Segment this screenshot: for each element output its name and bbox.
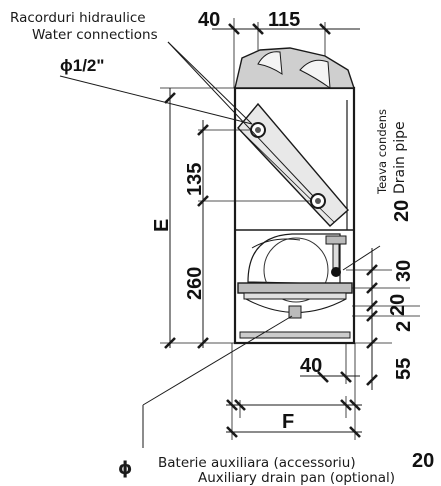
dim-260: 260	[184, 267, 206, 300]
dim-E: E	[151, 219, 173, 232]
leader-lines	[59, 41, 381, 448]
pan-phi-symbol: ϕ	[118, 458, 132, 479]
dim-top-40: 40	[198, 9, 220, 31]
pan-label-ro: Baterie auxiliara (accessoriu)	[158, 455, 356, 471]
dim-side-20: 20	[387, 294, 409, 316]
pan-label-en: Auxiliary drain pan (optional)	[198, 470, 395, 486]
dim-bottom-40: 40	[300, 355, 322, 377]
dim-135: 135	[184, 163, 206, 196]
dim-55: 55	[393, 358, 415, 380]
dimension-lines	[160, 18, 420, 440]
drain-label-en: Drain pipe	[392, 121, 408, 194]
drain-label-ro: Teava condens	[375, 109, 389, 195]
dim-side-2: 2	[393, 321, 415, 332]
dim-pan-20: 20	[412, 450, 434, 472]
dim-30: 30	[393, 260, 415, 282]
drain-pipe	[325, 235, 347, 277]
pipe-size-label: ϕ1/2"	[60, 56, 104, 75]
dim-F: F	[282, 411, 294, 433]
water-connection-fittings	[250, 122, 326, 209]
hydraulic-label-en: Water connections	[32, 27, 158, 43]
dim-top-115: 115	[268, 9, 300, 31]
hydraulic-label-ro: Racorduri hidraulice	[10, 10, 146, 26]
unit-body	[233, 47, 356, 345]
dim-drain-20: 20	[391, 200, 413, 222]
